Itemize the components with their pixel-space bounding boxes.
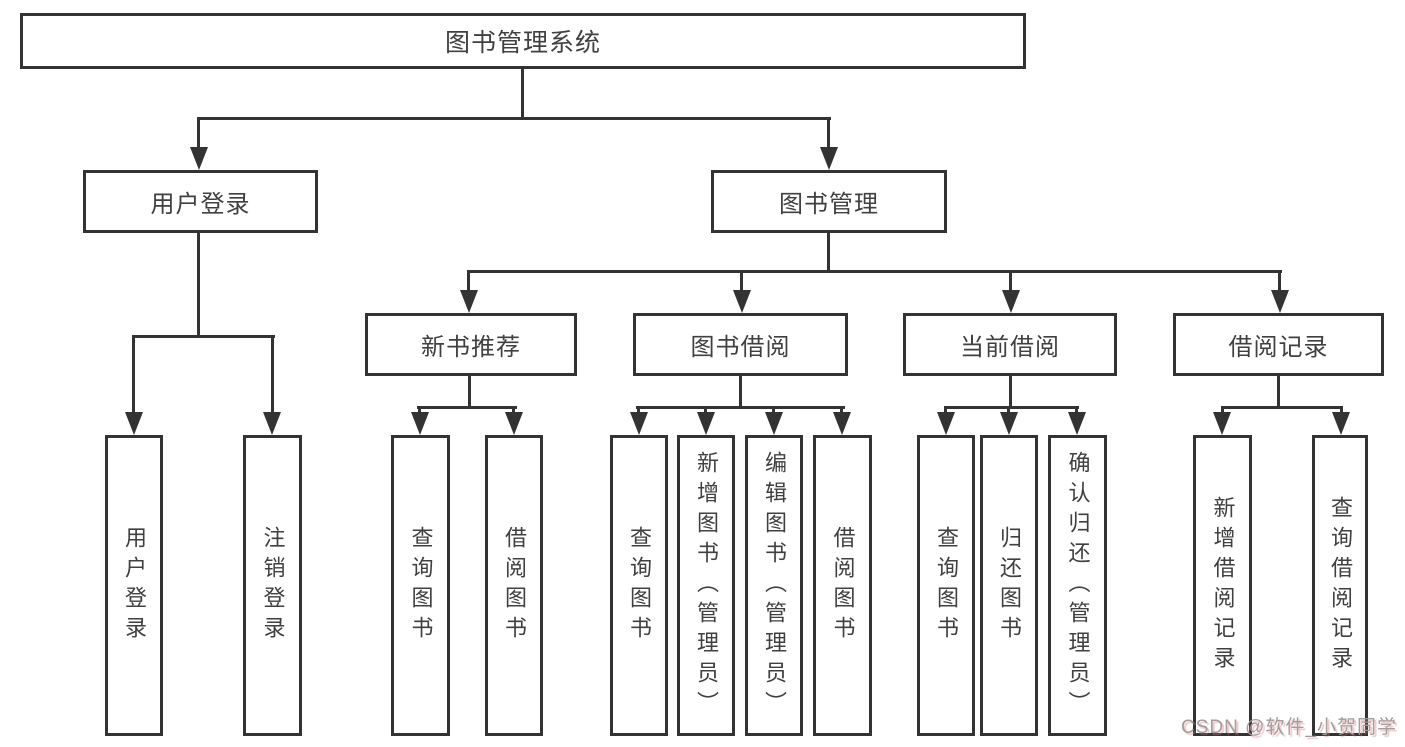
node-root-library-management-system: 图书管理系统 [20,13,1026,69]
leaf-borrow-query-book: 查询图书 [610,435,668,736]
connector-line [1007,408,1010,413]
arrowhead-down-icon [765,412,783,435]
arrowhead-down-icon [733,290,751,313]
connector-line [1277,376,1280,409]
node-book-management: 图书管理 [711,170,947,233]
node-borrow-record: 借阅记录 [1173,313,1384,376]
connector-line [132,337,135,413]
arrowhead-down-icon [630,412,648,435]
leaf-label: 用户登录 [122,525,147,646]
node-label: 图书借阅 [690,334,791,361]
arrowhead-down-icon [505,412,523,435]
leaf-current-query-book: 查询图书 [917,435,975,736]
arrowhead-down-icon [1002,290,1020,313]
connector-line [1221,406,1343,409]
connector-line [1009,376,1012,409]
connector-line [197,117,831,120]
connector-line [637,408,640,413]
connector-line [1340,408,1343,413]
arrowhead-down-icon [1068,412,1086,435]
arrowhead-down-icon [411,412,429,435]
arrowhead-down-icon [833,412,851,435]
arrowhead-down-icon [937,412,955,435]
connector-line [197,233,200,338]
connector-line [944,408,947,413]
leaf-logout: 注销登录 [243,435,302,736]
leaf-label: 编辑图书（管理员） [762,450,787,721]
arrowhead-down-icon [1332,412,1350,435]
leaf-label: 查询图书 [627,525,652,646]
arrowhead-down-icon [1213,412,1231,435]
leaf-label: 确认归还（管理员） [1065,450,1091,721]
connector-line [827,233,830,273]
leaf-edit-book-admin: 编辑图书（管理员） [745,435,803,736]
arrowhead-down-icon [1000,412,1018,435]
arrowhead-down-icon [125,412,143,435]
connector-line [197,119,200,148]
leaf-label: 借阅图书 [830,525,856,646]
connector-line [1009,272,1012,291]
arrowhead-down-icon [697,412,715,435]
arrowhead-down-icon [263,412,281,435]
arrowhead-down-icon [190,147,208,170]
leaf-user-login: 用户登录 [105,435,163,736]
connector-line [521,69,524,120]
node-book-borrow: 图书借阅 [633,313,848,376]
leaf-confirm-return-admin: 确认归还（管理员） [1048,435,1107,736]
connector-line [944,406,1079,409]
connector-line [512,408,515,413]
connector-line [271,337,274,413]
connector-line [1075,408,1078,413]
leaf-add-book-admin: 新增图书（管理员） [677,435,735,736]
leaf-borrow-book: 借阅图书 [813,435,872,736]
leaf-query-borrow-record: 查询借阅记录 [1312,435,1368,736]
arrowhead-down-icon [460,290,478,313]
leaf-return-book: 归还图书 [980,435,1038,736]
connector-line [418,408,421,413]
connector-line [772,408,775,413]
node-current-borrow: 当前借阅 [903,313,1117,376]
connector-line [468,376,471,409]
leaf-label: 查询图书 [408,525,434,646]
csdn-watermark: CSDN @软件_小贺同学 [1181,717,1397,738]
node-label: 图书管理系统 [444,29,601,57]
connector-line [704,408,707,413]
node-label: 当前借阅 [960,334,1060,361]
leaf-label: 查询借阅记录 [1328,495,1353,676]
connector-line [467,272,470,291]
node-label: 新书推荐 [421,334,521,361]
leaf-add-borrow-record: 新增借阅记录 [1193,435,1252,736]
leaf-label: 归还图书 [997,525,1022,646]
connector-line [132,335,275,338]
leaf-label: 查询图书 [934,525,959,646]
connector-line [636,406,845,409]
connector-line [1278,272,1281,291]
node-user-login: 用户登录 [83,170,318,233]
node-label: 用户登录 [150,191,251,218]
leaf-label: 注销登录 [260,525,286,646]
node-label: 借阅记录 [1228,334,1329,361]
connector-line [417,406,517,409]
connector-line [827,119,830,148]
node-new-book-recommend: 新书推荐 [365,313,577,376]
connector-line [739,376,742,409]
connector-line [740,272,743,291]
arrowhead-down-icon [1271,290,1289,313]
connector-line [840,408,843,413]
connector-line [1221,408,1224,413]
leaf-recommend-query-book: 查询图书 [391,435,450,736]
arrowhead-down-icon [820,147,838,170]
node-label: 图书管理 [779,191,879,218]
leaf-recommend-borrow-book: 借阅图书 [485,435,543,736]
leaf-label: 新增借阅记录 [1210,495,1236,676]
leaf-label: 借阅图书 [502,525,527,646]
connector-line [467,270,1282,273]
leaf-label: 新增图书（管理员） [694,450,719,721]
